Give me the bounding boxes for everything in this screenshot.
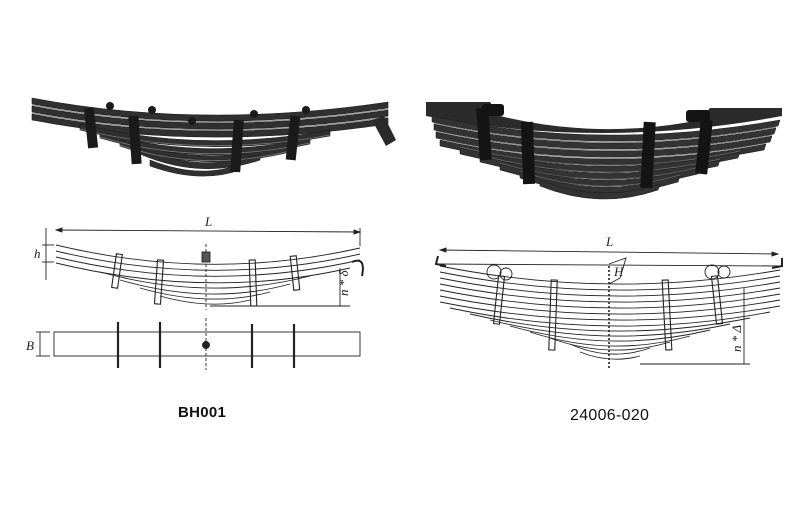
leaf-spring-photo-icon — [426, 102, 782, 200]
dim-label-height: h — [34, 246, 41, 261]
dim-label-width: B — [26, 338, 34, 353]
dim-label-height: H — [613, 264, 624, 279]
bh001-photo — [0, 50, 420, 210]
dim-label-length: L — [605, 234, 613, 249]
leaf-spring-photo-icon — [31, 97, 396, 177]
model-caption-bh001: BH001 — [178, 404, 227, 421]
24006-020-photo — [410, 60, 800, 220]
24006-020-technical-drawing: L H n * Δ — [410, 220, 800, 390]
dim-label-length: L — [204, 214, 212, 229]
model-caption-24006-020: 24006-020 — [570, 407, 650, 424]
bh001-technical-drawing: L h n * δ B — [20, 210, 400, 390]
length-dimension-line — [55, 229, 361, 233]
dim-label-stack: n * Δ — [729, 325, 744, 353]
dim-label-stack: n * δ — [336, 270, 351, 297]
